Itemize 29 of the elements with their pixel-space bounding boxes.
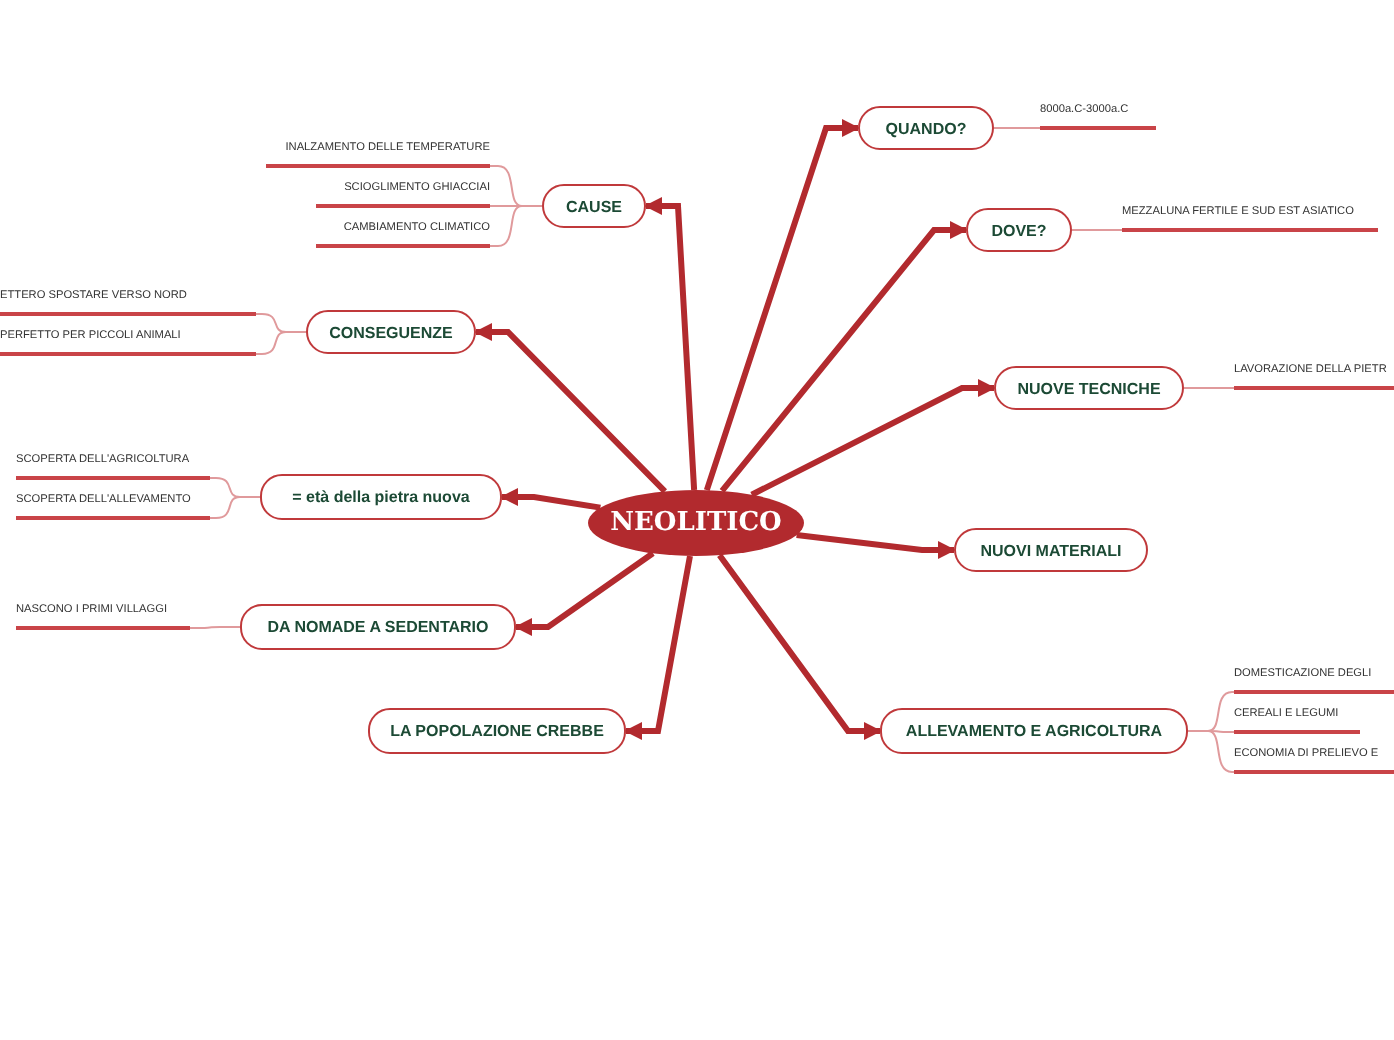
connector-line (189, 626, 241, 629)
connector-line (1187, 730, 1235, 773)
topic-box: = età della pietra nuova (260, 474, 502, 520)
arrow (703, 119, 860, 492)
arrow (500, 488, 601, 511)
connector-line (255, 331, 307, 355)
connector-line (209, 496, 261, 519)
topic-box: QUANDO? (858, 106, 994, 150)
arrow (717, 553, 882, 740)
topic-box: NUOVI MATERIALI (954, 528, 1148, 572)
arrow (624, 555, 693, 740)
connector-line (489, 205, 543, 247)
arrow (796, 532, 956, 559)
arrow (474, 323, 668, 494)
topic-box: CONSEGUENZE (306, 310, 476, 354)
topic-box: DA NOMADE A SEDENTARIO (240, 604, 516, 650)
arrow (514, 550, 655, 636)
connector-line (1071, 229, 1123, 231)
topic-box: NUOVE TECNICHE (994, 366, 1184, 410)
topic-box: ALLEVAMENTO E AGRICOLTURA (880, 708, 1188, 754)
arrow (719, 221, 968, 493)
arrow (644, 197, 698, 491)
arrow (750, 379, 996, 498)
topic-box: LA POPOLAZIONE CREBBE (368, 708, 626, 754)
connector-line (1183, 387, 1235, 389)
central-topic-ellipse: NEOLITICO (588, 490, 804, 556)
connector-line (993, 127, 1041, 129)
topic-box: CAUSE (542, 184, 646, 228)
topic-box: DOVE? (966, 208, 1072, 252)
